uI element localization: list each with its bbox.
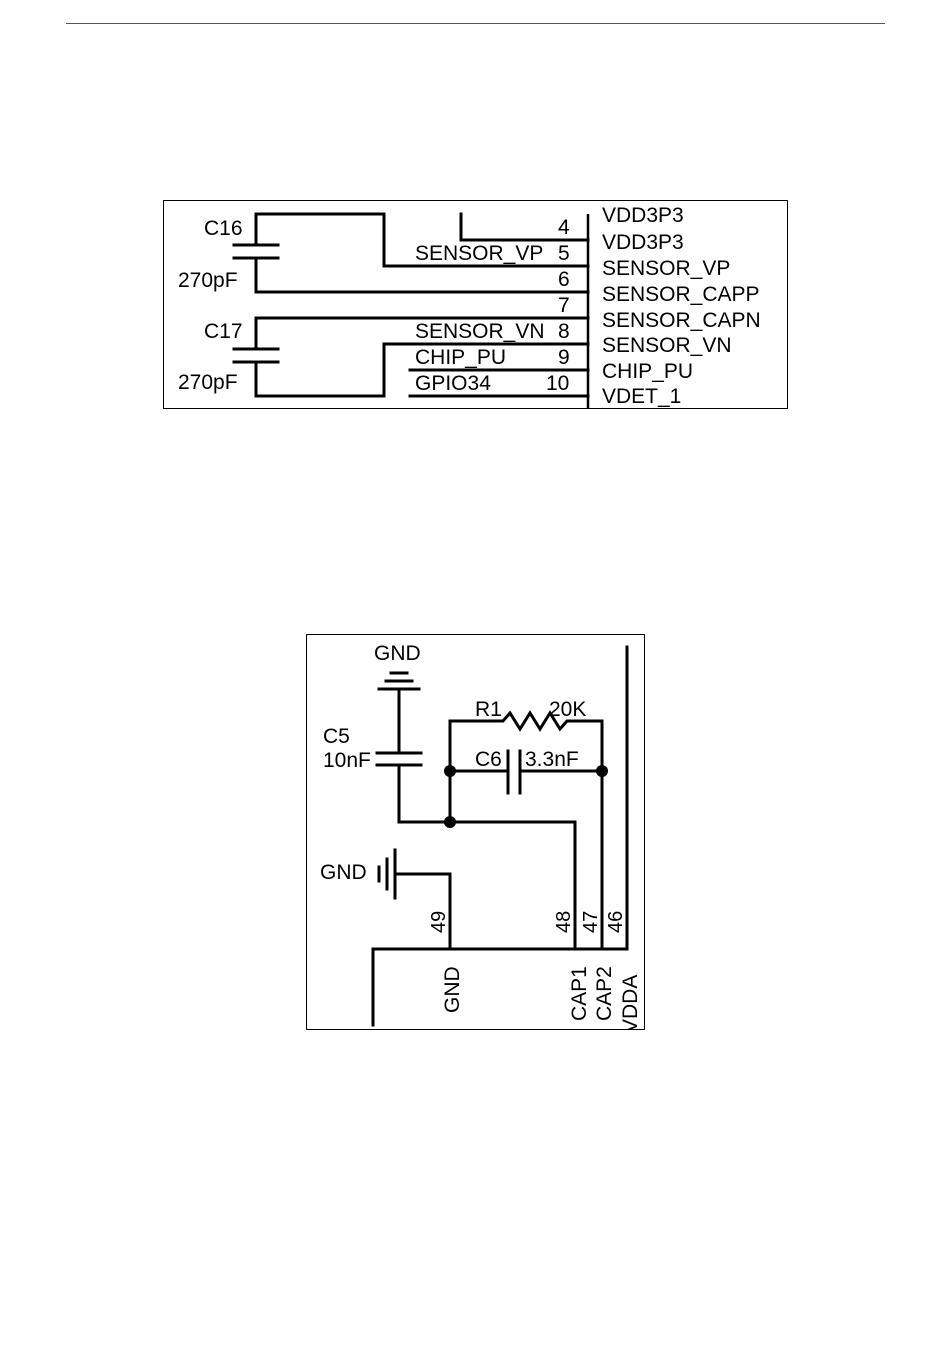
pin-name-sensor-capp: SENSOR_CAPP (602, 283, 760, 306)
net-label-gpio34: GPIO34 (415, 372, 491, 395)
pin-number-46: 46 (605, 911, 627, 933)
page-header-rule (66, 23, 885, 24)
pin-number-47: 47 (580, 911, 602, 933)
net-label-sensor-vn: SENSOR_VN (415, 320, 545, 343)
cap-network-schematic-figure: GND C5 10nF R1 20K C6 3.3nF GND 49 48 47… (306, 634, 645, 1030)
pin-name-vdd3p3-partial: VDD3P3 (602, 204, 684, 227)
pin-name-sensor-capn: SENSOR_CAPN (602, 309, 761, 332)
pin-name-sensor-vp: SENSOR_VP (602, 257, 730, 280)
pin-number-5: 5 (558, 242, 570, 265)
ground-symbol-top (379, 673, 419, 753)
c17-value-label: 270pF (178, 371, 238, 394)
pin-number-8: 8 (558, 320, 570, 343)
pin-number-7: 7 (558, 294, 570, 317)
cap-network-schematic-svg: GND C5 10nF R1 20K C6 3.3nF GND 49 48 47… (307, 635, 645, 1030)
pin-name-vdet-partial: VDET_1 (602, 385, 681, 408)
pin-name-sensor-vn: SENSOR_VN (602, 334, 732, 357)
pin-name-vdd3p3: VDD3P3 (602, 231, 684, 254)
c17-ref-label: C17 (204, 320, 243, 343)
pin-number-9: 9 (558, 346, 570, 369)
c6-value-label: 3.3nF (525, 748, 579, 771)
c6-ref-label: C6 (475, 748, 502, 771)
pin-number-48: 48 (553, 911, 575, 933)
junction-dot (596, 765, 608, 777)
net-label-chip-pu: CHIP_PU (415, 346, 506, 369)
pin-number-4: 4 (558, 216, 570, 239)
r1-value-label: 20K (549, 698, 586, 721)
r1-ref-label: R1 (475, 698, 502, 721)
pin-name-cap2: CAP2 (593, 966, 616, 1021)
gnd-top-label: GND (374, 642, 421, 665)
pin-name-vdda-partial: VDDA (619, 975, 642, 1030)
junction-dot (444, 816, 456, 828)
pin-name-cap1: CAP1 (568, 966, 591, 1021)
c5-ref-label: C5 (323, 725, 350, 748)
capacitor-c5 (377, 753, 575, 949)
c16-value-label: 270pF (178, 269, 238, 292)
ground-symbol-left (379, 850, 450, 949)
pin-name-gnd: GND (441, 966, 464, 1013)
pin-number-6: 6 (558, 268, 570, 291)
net-label-sensor-vp: SENSOR_VP (415, 242, 543, 265)
c5-value-label: 10nF (323, 749, 371, 772)
pin-number-10: 10 (546, 372, 569, 395)
sensor-schematic-svg: C16 270pF C17 270pF SENSOR_VP SENSOR_VN … (164, 201, 788, 409)
gnd-left-label: GND (320, 861, 367, 884)
junction-dot (444, 765, 456, 777)
pin-number-49: 49 (428, 911, 450, 933)
pin-name-chip-pu: CHIP_PU (602, 360, 693, 383)
c16-ref-label: C16 (204, 217, 243, 240)
sensor-schematic-figure: C16 270pF C17 270pF SENSOR_VP SENSOR_VN … (163, 200, 788, 409)
